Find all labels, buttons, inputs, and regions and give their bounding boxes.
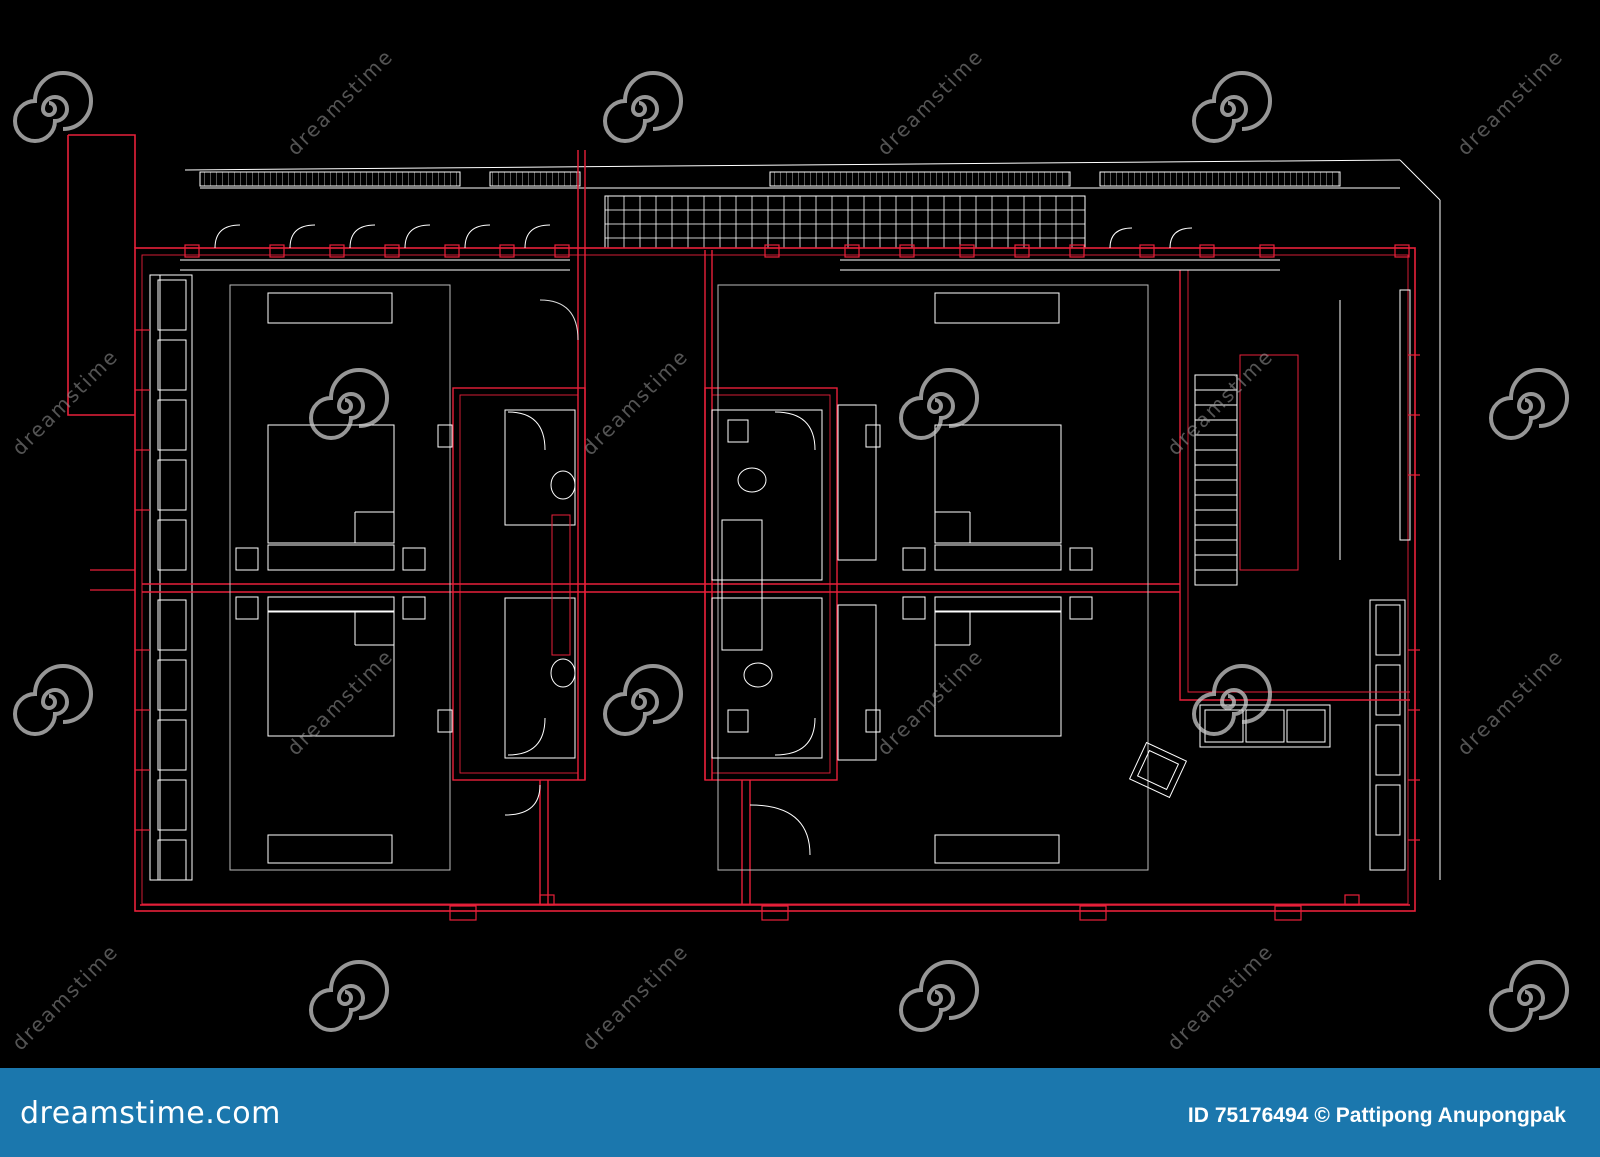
spiral-logo-icon: [309, 368, 389, 440]
spiral-logo-icon: [1489, 368, 1569, 440]
spiral-logo-icon: [899, 368, 979, 440]
spiral-logo-icon: [1489, 960, 1569, 1032]
sink-icon: [727, 709, 749, 733]
spiral-logo-icon: [899, 960, 979, 1032]
bed-bottom-left: [267, 611, 395, 737]
toilet-icon: [550, 658, 576, 688]
brand-logo[interactable]: dreamstime.com: [20, 1096, 281, 1131]
exterior-walls: [67, 134, 1416, 912]
floor-plan-drawing: [13, 71, 1569, 1032]
spiral-logo-icon: [603, 71, 683, 143]
right-window-wall: [1339, 289, 1420, 871]
spiral-logo-icon: [13, 664, 93, 736]
toilet-icon: [737, 467, 767, 493]
balcony-doors: [180, 224, 1280, 271]
bottom-wall-columns: [449, 894, 1360, 921]
spiral-logo-icon: [1192, 664, 1272, 736]
left-window-wall: [90, 274, 193, 881]
spiral-logo-icon: [1192, 71, 1272, 143]
armchair: [1128, 741, 1188, 799]
watermark-logos: [13, 71, 1569, 1032]
staircase: [1194, 354, 1299, 586]
top-wall-columns: [184, 244, 1410, 258]
copyright-symbol: ©: [1314, 1104, 1330, 1127]
bed-bottom-right: [934, 611, 1062, 737]
balcony: [184, 159, 1441, 880]
sink-icon: [727, 419, 749, 443]
spiral-logo-icon: [603, 664, 683, 736]
bathroom-fixtures: [504, 299, 823, 856]
furniture: [229, 284, 1331, 871]
bed-top-left: [267, 424, 395, 544]
author-name[interactable]: Pattipong Anupongpak: [1335, 1104, 1566, 1127]
id-number: 75176494: [1214, 1104, 1309, 1127]
spiral-logo-icon: [13, 71, 93, 143]
toilet-icon: [743, 662, 773, 688]
interior-walls: [142, 150, 1410, 905]
tiled-floor: [604, 195, 1086, 249]
spiral-logo-icon: [309, 960, 389, 1032]
id-label: ID: [1187, 1104, 1209, 1127]
toilet-icon: [550, 470, 576, 500]
bed-top-right: [934, 424, 1062, 544]
